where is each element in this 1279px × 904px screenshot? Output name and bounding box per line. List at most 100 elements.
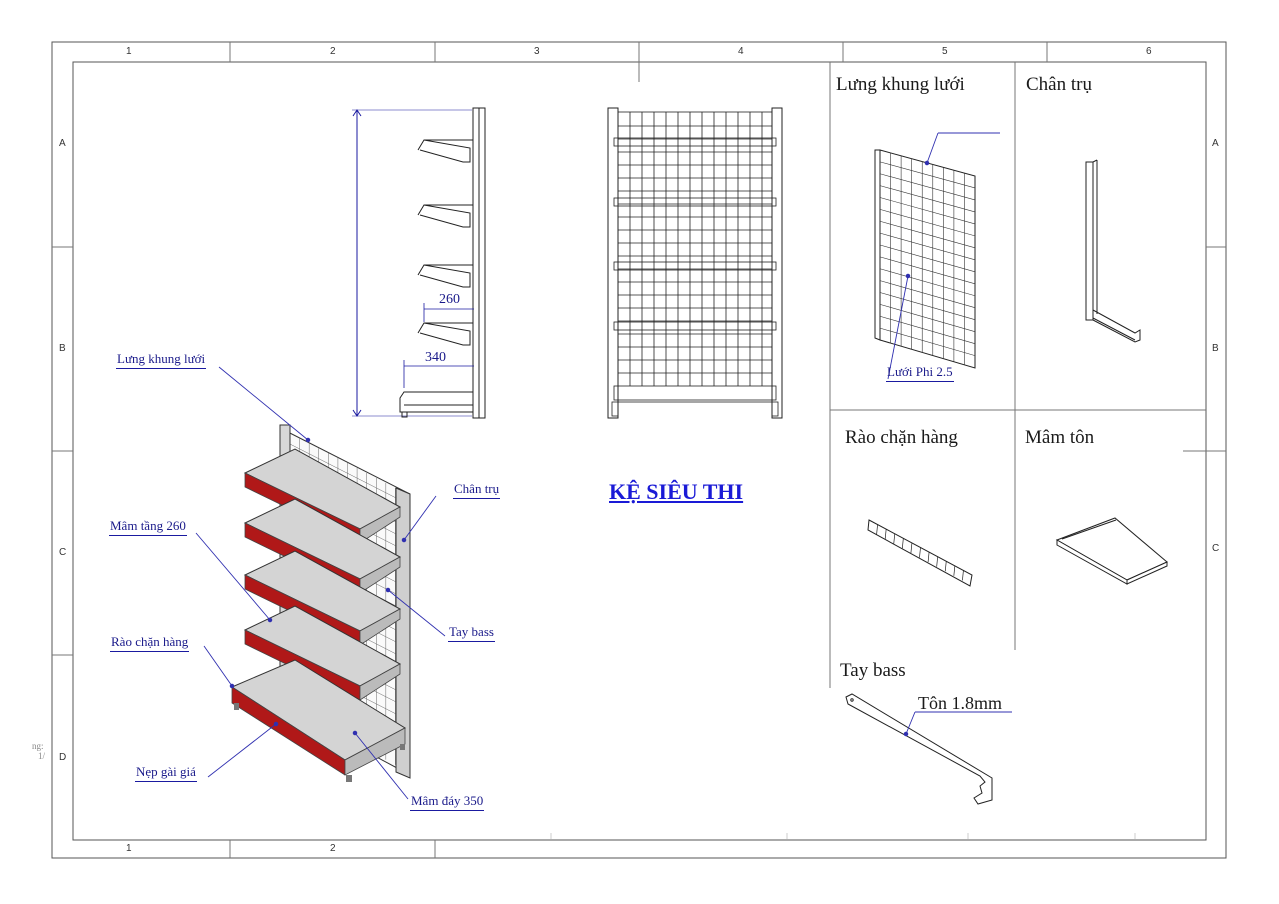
part-mesh-lines: [879, 152, 976, 365]
mesh-hline: [879, 256, 976, 285]
side-bracket: [417, 139, 473, 163]
part-note-bracket: Tôn 1.8mm: [918, 693, 1002, 713]
part-tray: [1055, 517, 1168, 585]
iso-shelf-side: [359, 608, 401, 646]
iso-foot: [234, 703, 239, 710]
mesh-hline: [879, 292, 976, 320]
main-title: KỆ SIÊU THI: [609, 479, 744, 504]
fence-tick: [893, 533, 896, 544]
mesh-hline: [879, 232, 976, 261]
fence-tick: [962, 570, 964, 581]
part-title-bracket: Tay bass: [840, 660, 906, 681]
fence-tick: [910, 542, 913, 553]
callout-shelf: Mâm tầng 260: [109, 518, 187, 536]
zone-row-d: D: [59, 752, 67, 763]
front-view: [607, 107, 783, 419]
isometric-view: [230, 424, 411, 782]
fence-tick: [936, 556, 939, 567]
margin-text-1: ng:: [32, 741, 44, 751]
front-shelf: [613, 321, 777, 331]
side-shelves: [399, 139, 474, 418]
zone-row-a-right: A: [1212, 138, 1219, 149]
front-shelf: [613, 197, 777, 207]
zone-col-2: 2: [330, 46, 336, 57]
zone-col-1-bottom: 1: [126, 843, 132, 854]
front-base: [613, 385, 777, 401]
side-dims: [403, 303, 474, 388]
zone-row-a: A: [59, 138, 66, 149]
callout-bracket: Tay bass: [448, 624, 495, 642]
zone-row-b: B: [59, 343, 66, 354]
zone-col-3: 3: [534, 46, 540, 57]
zone-row-c: C: [59, 547, 67, 558]
front-shelf: [613, 137, 777, 147]
zone-row-c-right: C: [1212, 543, 1220, 554]
zone-col-4: 4: [738, 46, 744, 57]
zone-col-6: 6: [1146, 46, 1152, 57]
fence-tick: [953, 565, 956, 576]
side-bracket: [417, 264, 473, 288]
part-upright: [1085, 159, 1141, 343]
mesh-hline: [879, 173, 976, 201]
zone-col-1: 1: [126, 46, 132, 57]
side-bracket: [417, 322, 473, 346]
fence-tick: [876, 524, 878, 535]
fence-tick: [944, 561, 947, 572]
mesh-hline: [879, 280, 976, 309]
fence-tick: [927, 552, 930, 563]
part-title-tray: Mâm tôn: [1025, 427, 1095, 448]
front-shelf: [613, 261, 777, 271]
side-bracket: [417, 204, 473, 228]
front-frame: [617, 111, 773, 403]
part-fence-ticks: [876, 524, 964, 581]
side-view: [352, 107, 486, 419]
mesh-hline: [879, 197, 976, 225]
bottom-ticks: [550, 833, 1136, 840]
mesh-hline: [879, 268, 976, 297]
side-base-shelf: [399, 391, 474, 413]
fence-tick: [919, 547, 921, 558]
front-mesh: [611, 111, 779, 417]
iso-foot: [400, 744, 405, 750]
zone-dividers: [52, 42, 1226, 858]
front-foot-left: [611, 401, 619, 417]
leader-lines: [195, 366, 446, 800]
mesh-hline: [879, 315, 976, 344]
dim-shelf-depth: 260: [439, 292, 460, 307]
callout-back-mesh: Lưng khung lưới: [116, 351, 207, 369]
callout-base-shelf: Mâm đáy 350: [410, 793, 485, 811]
mesh-hline: [879, 161, 976, 189]
part-title-fence: Rào chặn hàng: [845, 427, 958, 448]
callout-clip: Nẹp gài giá: [135, 764, 197, 782]
mesh-hline: [879, 209, 976, 237]
mesh-hline: [879, 304, 976, 332]
mesh-hline: [879, 220, 976, 249]
side-foot: [401, 411, 408, 418]
margin-text-2: 1/: [38, 751, 46, 761]
callout-upright: Chân trụ: [453, 481, 501, 499]
mesh-hline: [879, 244, 976, 273]
inner-border: [72, 61, 1207, 841]
mesh-hline: [879, 185, 976, 213]
zone-col-5: 5: [942, 46, 948, 57]
part-mesh-leaders: [887, 132, 1000, 380]
front-foot-right: [771, 401, 779, 417]
fence-tick: [884, 529, 887, 540]
iso-foot: [346, 775, 352, 782]
fence-tick: [901, 538, 904, 549]
part-title-back-mesh: Lưng khung lưới: [836, 74, 965, 95]
part-bracket: [845, 693, 993, 805]
part-panels: [829, 62, 1206, 688]
part-title-upright: Chân trụ: [1026, 74, 1092, 95]
part-bracket-leader: [903, 711, 1012, 737]
outer-border: [51, 41, 1227, 859]
iso-mesh-hline: [281, 439, 409, 505]
part-note-mesh: Lưới Phi 2.5: [886, 364, 954, 382]
part-mesh-panel: [874, 149, 976, 369]
dim-base-depth: 340: [425, 350, 446, 365]
zone-col-2-bottom: 2: [330, 843, 336, 854]
iso-shelf-side: [359, 663, 401, 701]
zone-row-b-right: B: [1212, 343, 1219, 354]
callout-fence: Rào chặn hàng: [110, 634, 190, 652]
